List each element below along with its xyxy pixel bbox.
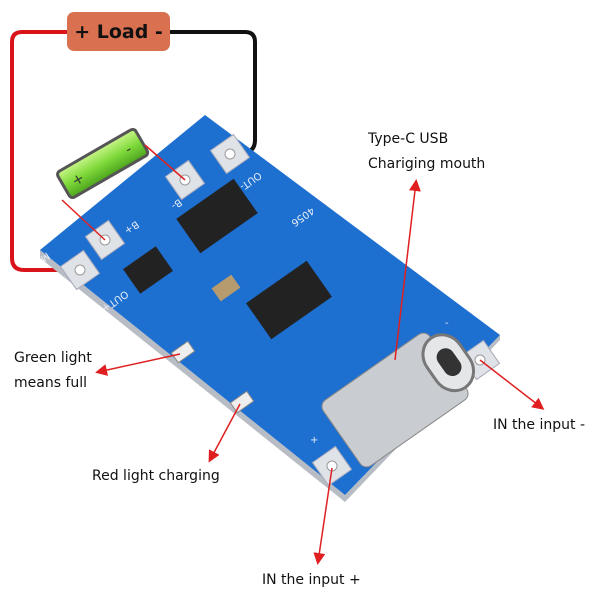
usb-label-line2: Chariging mouth [368, 156, 486, 172]
green-light-label-line1: Green light [14, 350, 92, 366]
green-light-label-line2: means full [14, 375, 88, 391]
arrow-green-led [95, 353, 181, 376]
silk-minus: - [445, 318, 449, 329]
in-minus-label: IN the input - [493, 417, 585, 433]
arrow-in-minus [479, 359, 545, 410]
arrow-in-plus [313, 467, 333, 565]
arrow-red-led [208, 403, 241, 463]
arrow-usb [394, 179, 421, 361]
positive-wire [10, 30, 75, 272]
protection-ic [176, 178, 258, 254]
red-light-label: Red light charging [92, 468, 220, 484]
usb-label-line1: Type-C USB [368, 131, 449, 147]
battery-icon: + - [56, 127, 150, 200]
load-label: + Load - [67, 12, 170, 51]
charger-ic-4056 [246, 260, 332, 340]
green-led [170, 340, 196, 364]
usb-c-connector [321, 332, 476, 468]
red-led [229, 390, 255, 414]
in-plus-label: IN the input + [262, 572, 361, 588]
capacitor [211, 274, 241, 302]
silk-plus: + [310, 435, 318, 446]
mosfet-ic [123, 246, 173, 294]
